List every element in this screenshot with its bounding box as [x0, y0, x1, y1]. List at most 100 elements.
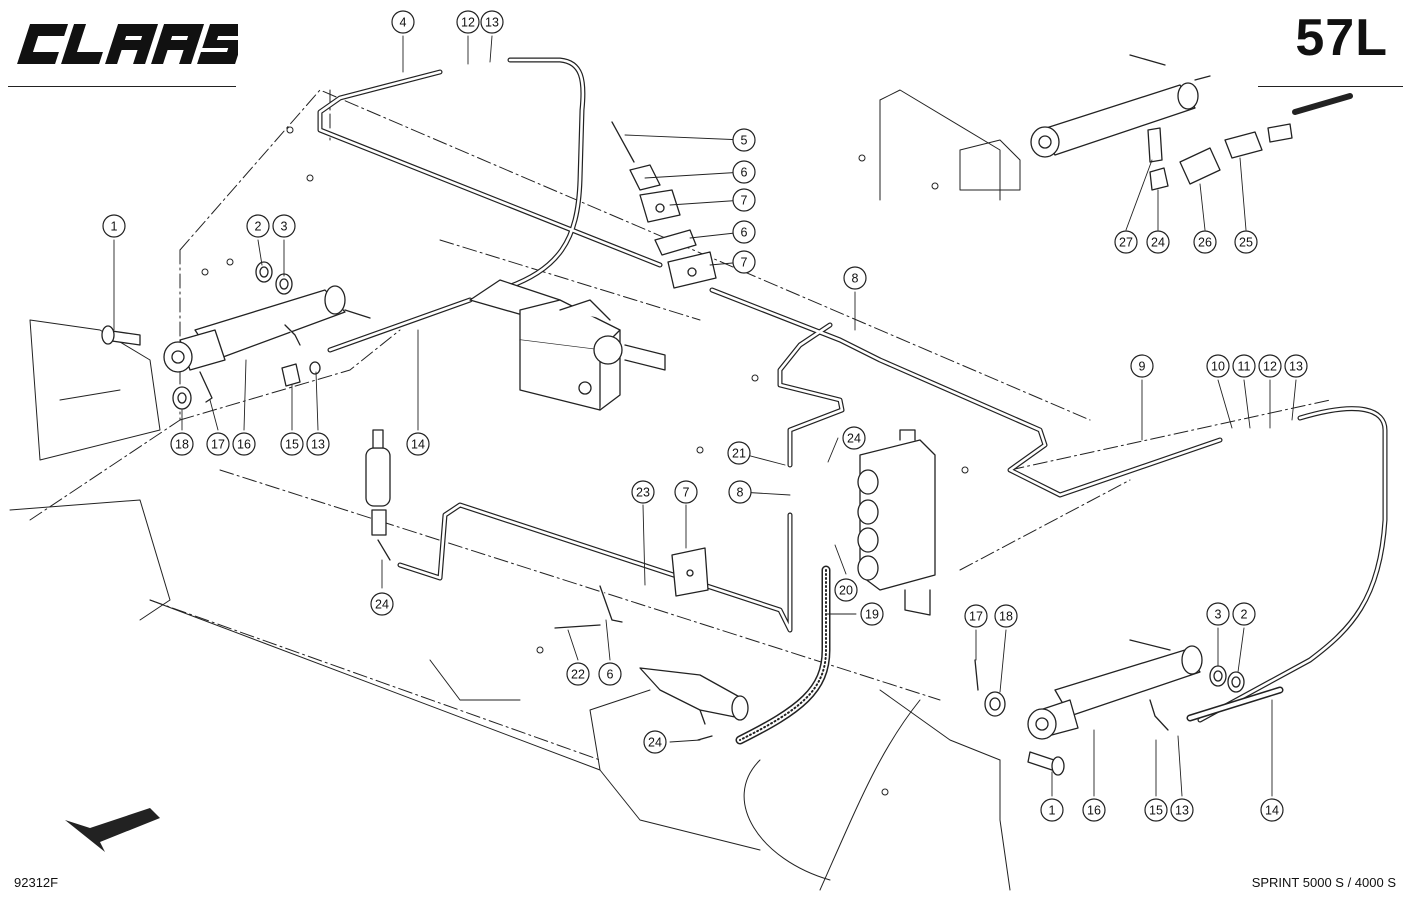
- chassis-frame: [29, 89, 1331, 761]
- callout-circle: [727, 441, 751, 465]
- top-right-cylinder: [1030, 54, 1211, 158]
- callout-circle: [456, 10, 480, 34]
- callout-16: 16: [1082, 798, 1106, 822]
- callout-2: 2: [1232, 602, 1256, 626]
- callout-number: 4: [400, 16, 407, 30]
- callout-circle: [280, 432, 304, 456]
- callout-circle: [480, 10, 504, 34]
- callout-number: 8: [737, 486, 744, 500]
- callout-14: 14: [406, 432, 430, 456]
- callout-17: 17: [206, 432, 230, 456]
- callout-circle: [860, 602, 884, 626]
- frame-holes: [201, 126, 969, 796]
- callout-24: 24: [370, 592, 394, 616]
- washers-right: [974, 659, 1245, 717]
- right-pin: [1027, 751, 1065, 776]
- callout-circle: [391, 10, 415, 34]
- callout-14: 14: [1260, 798, 1284, 822]
- callout-circle: [843, 266, 867, 290]
- callout-12: 12: [456, 10, 480, 34]
- callout-circle: [1232, 354, 1256, 378]
- callout-26: 26: [1193, 230, 1217, 254]
- callout-circle: [732, 188, 756, 212]
- claas-logo: [17, 24, 238, 64]
- header-rule-left: [8, 86, 236, 87]
- callout-number: 26: [1198, 236, 1212, 250]
- callout-number: 15: [1149, 804, 1163, 818]
- callout-number: 24: [375, 598, 389, 612]
- callout-27: 27: [1114, 230, 1138, 254]
- callout-number: 24: [847, 432, 861, 446]
- callout-24: 24: [1146, 230, 1170, 254]
- model-name: SPRINT 5000 S / 4000 S: [1251, 875, 1396, 890]
- callout-circle: [1144, 798, 1168, 822]
- callout-15: 15: [280, 432, 304, 456]
- callout-circle: [406, 432, 430, 456]
- callout-3: 3: [1206, 602, 1230, 626]
- callout-25: 25: [1234, 230, 1258, 254]
- callout-circle: [842, 426, 866, 450]
- callout-circle: [206, 432, 230, 456]
- callout-circle: [1130, 354, 1154, 378]
- callout-number: 1: [111, 220, 118, 234]
- callout-11: 11: [1232, 354, 1256, 378]
- callout-circle: [732, 250, 756, 274]
- callout-circle: [1284, 354, 1308, 378]
- callout-1: 1: [102, 214, 126, 238]
- hydraulic-lines-inner: [318, 58, 1387, 722]
- callout-number: 12: [1263, 360, 1277, 374]
- callout-number: 14: [411, 438, 425, 452]
- callout-circle: [732, 220, 756, 244]
- callout-7: 7: [732, 188, 756, 212]
- callout-number: 8: [852, 272, 859, 286]
- callout-9: 9: [1130, 354, 1154, 378]
- callout-5: 5: [732, 128, 756, 152]
- callout-circle: [1193, 230, 1217, 254]
- callout-13: 13: [306, 432, 330, 456]
- callout-number: 24: [648, 736, 662, 750]
- callout-circle: [732, 128, 756, 152]
- callout-21: 21: [727, 441, 751, 465]
- callout-number: 1: [1049, 804, 1056, 818]
- quick-coupling-set: [1147, 93, 1353, 191]
- callout-circle: [728, 480, 752, 504]
- callout-number: 13: [311, 438, 325, 452]
- callout-8: 8: [728, 480, 752, 504]
- callout-3: 3: [272, 214, 296, 238]
- callout-circle: [370, 592, 394, 616]
- callout-22: 22: [566, 662, 590, 686]
- callout-24: 24: [842, 426, 866, 450]
- filter-cartridge: [365, 429, 391, 561]
- callout-number: 20: [839, 584, 853, 598]
- callout-4: 4: [391, 10, 415, 34]
- callout-circle: [1170, 798, 1194, 822]
- direction-arrow: [65, 808, 160, 852]
- washers-left: [172, 261, 293, 410]
- callout-number: 11: [1238, 360, 1251, 374]
- callout-6: 6: [598, 662, 622, 686]
- callout-circle: [1114, 230, 1138, 254]
- page-number: 57L: [1295, 9, 1388, 67]
- clamp-lower: [554, 547, 709, 629]
- callout-6: 6: [732, 160, 756, 184]
- callout-circle: [834, 578, 858, 602]
- callout-number: 17: [969, 610, 983, 624]
- callout-number: 12: [461, 16, 475, 30]
- callout-circle: [170, 432, 194, 456]
- callout-7: 7: [732, 250, 756, 274]
- right-lift-cylinder: [1027, 639, 1203, 740]
- callout-number: 18: [175, 438, 189, 452]
- callout-10: 10: [1206, 354, 1230, 378]
- callout-number: 18: [999, 610, 1013, 624]
- callout-19: 19: [860, 602, 884, 626]
- callout-number: 16: [237, 438, 251, 452]
- bottom-small-cylinder: [639, 667, 749, 741]
- callout-circle: [272, 214, 296, 238]
- callout-number: 23: [636, 486, 650, 500]
- callout-number: 13: [485, 16, 499, 30]
- callout-number: 13: [1289, 360, 1303, 374]
- callout-number: 15: [285, 438, 299, 452]
- hose-14-right: [1186, 686, 1284, 722]
- callout-number: 7: [741, 256, 748, 270]
